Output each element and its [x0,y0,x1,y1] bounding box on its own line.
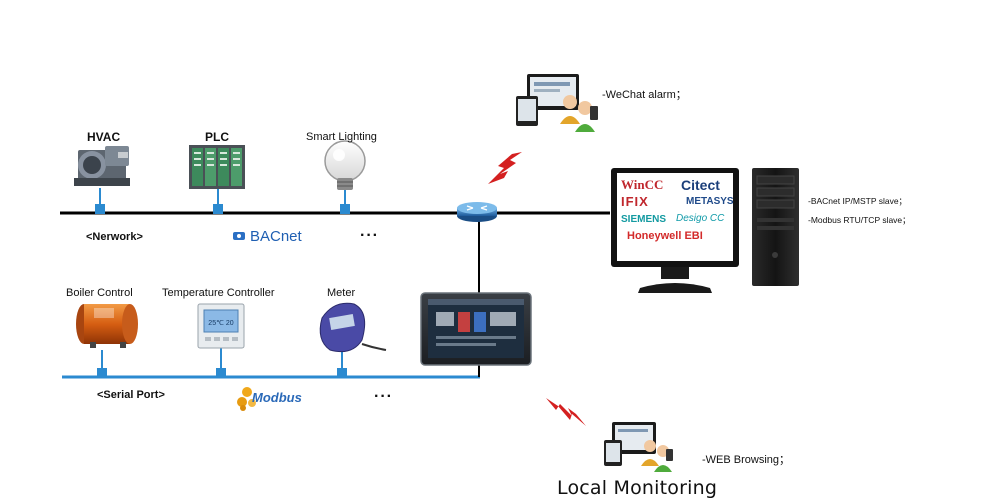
light-bulb-icon [324,140,366,190]
plc-label: PLC [205,130,229,144]
thermostat-icon: 25℃ 20 [197,303,245,349]
serial-connectors [97,348,347,378]
brand-ifix: IFIX [621,194,649,209]
local-monitoring-title: Local Monitoring [557,477,718,499]
modbus-slave-label: -Modbus RTU/TCP slave； [808,215,911,225]
bacnet-slave-label: -BACnet IP/MSTP slave； [808,196,908,206]
temperature-controller-label: Temperature Controller [162,287,275,299]
brand-wincc: WinCC [621,177,664,192]
router-icon [457,202,497,222]
hvac-chiller-icon [74,146,130,186]
meter-icon [319,302,387,353]
serial-more-ellipsis: ··· [374,388,393,405]
smart-lighting-label: Smart Lighting [306,131,377,143]
brand-siemens: SIEMENS [621,214,667,225]
plc-rack-icon [189,145,245,189]
bacnet-logo-mark [233,232,245,240]
brand-metasys: METASYS [686,196,734,207]
web-browsing-label: -WEB Browsing； [702,454,791,466]
modbus-logo-mark [237,387,256,411]
modbus-logo: Modbus [252,390,302,405]
brand-citect: Citect [681,177,720,193]
network-connectors [95,188,350,214]
lightning-icon [488,152,586,426]
serial-protocol-label: <Serial Port> [97,389,165,401]
boiler-icon [76,304,138,348]
brand-desigo-cc: Desigo CC [676,213,725,224]
thermostat-readout: 25℃ 20 [208,320,233,327]
network-more-ellipsis: ··· [360,227,379,244]
touch-panel-icon [420,292,532,366]
users-devices-icon [516,74,598,132]
hvac-label: HVAC [87,130,121,144]
brand-honeywell-ebi: Honeywell EBI [627,230,703,242]
workstation-icon [611,168,799,293]
network-protocol-label: <Nerwork> [86,231,143,243]
web-users-devices-icon [604,422,673,472]
bacnet-logo: BACnet [250,228,302,245]
wechat-alarm-label: -WeChat alarm； [602,89,687,101]
boiler-control-label: Boiler Control [66,287,133,299]
meter-label: Meter [327,287,356,299]
